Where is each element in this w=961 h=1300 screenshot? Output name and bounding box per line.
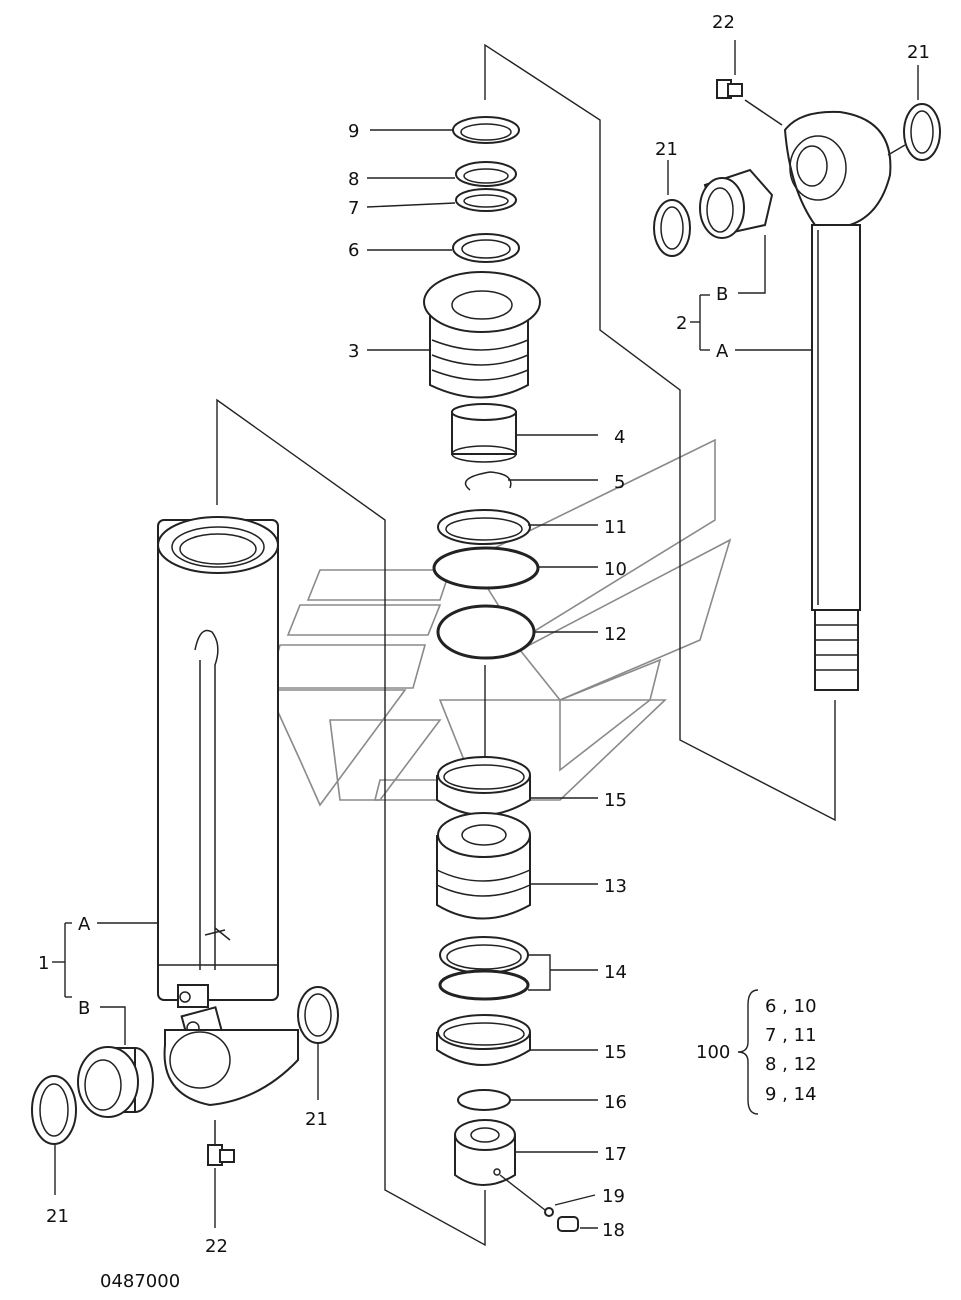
callout-22-upper: 22 <box>712 12 735 33</box>
dust-seal-9 <box>452 116 520 144</box>
callout-9: 9 <box>348 121 359 142</box>
callout-14: 14 <box>604 962 627 983</box>
steel-ball-19 <box>544 1207 554 1217</box>
callout-16: 16 <box>604 1092 627 1113</box>
callout-7: 7 <box>348 198 359 219</box>
callout-1a: A <box>78 914 91 935</box>
nut-17 <box>454 1119 516 1186</box>
rod-seal-8 <box>455 161 517 187</box>
callout-labels: 9 8 7 6 3 4 5 11 10 12 15 13 14 15 16 17… <box>38 12 930 1257</box>
grease-fitting-22-upper <box>716 79 783 126</box>
kit-row-1: 6 , 10 <box>765 996 817 1017</box>
o-ring-12 <box>436 604 536 660</box>
washer-16 <box>457 1089 511 1111</box>
callout-2b: B <box>716 284 728 305</box>
callout-8: 8 <box>348 169 359 190</box>
wear-ring-15-upper <box>436 756 531 816</box>
kit-number: 100 <box>696 1042 730 1063</box>
bushing-1b <box>77 1046 154 1118</box>
leader-lines <box>52 40 919 1229</box>
callout-1b: B <box>78 998 90 1019</box>
callout-21-bottom-left: 21 <box>46 1206 69 1227</box>
callout-2a: A <box>716 341 729 362</box>
seal-ring-21-rod <box>653 199 691 257</box>
kit-row-2: 7 , 11 <box>765 1025 817 1046</box>
snap-ring-5 <box>464 471 512 491</box>
callout-11: 11 <box>604 517 627 538</box>
kit-100-group: 100 6 , 10 7 , 11 8 , 12 9 , 14 <box>696 989 817 1115</box>
callout-21-rod: 21 <box>655 139 678 160</box>
callout-2: 2 <box>676 313 687 334</box>
callout-4: 4 <box>614 427 625 448</box>
backup-ring-11 <box>437 509 531 545</box>
callout-15-lower: 15 <box>604 1042 627 1063</box>
callout-17: 17 <box>604 1144 627 1165</box>
callout-19: 19 <box>602 1186 625 1207</box>
grease-fitting-22-lower <box>207 1120 235 1166</box>
cylinder-rod <box>783 110 892 691</box>
callout-21-tube: 21 <box>305 1109 328 1130</box>
backup-ring-7 <box>455 188 517 212</box>
wear-ring-15-lower <box>436 1014 531 1066</box>
seal-ring-21-top <box>903 103 941 161</box>
bushing-2b <box>699 168 774 239</box>
cylinder-tube <box>157 516 299 1107</box>
drawing-number: 0487000 <box>100 1271 180 1292</box>
callout-22-lower: 22 <box>205 1236 228 1257</box>
piston-13 <box>436 812 531 920</box>
rod-cover-3 <box>423 271 541 399</box>
seal-ring-21-tube <box>297 986 339 1044</box>
callout-12: 12 <box>604 624 627 645</box>
callout-10: 10 <box>604 559 627 580</box>
callout-3: 3 <box>348 341 359 362</box>
bushing-4 <box>451 403 517 463</box>
callout-21-top-right: 21 <box>907 42 930 63</box>
set-screw-18 <box>557 1216 579 1232</box>
callout-6: 6 <box>348 240 359 261</box>
seal-ring-21-left <box>31 1075 77 1145</box>
callout-5: 5 <box>614 472 625 493</box>
o-ring-10 <box>432 546 540 590</box>
kit-row-4: 9 , 14 <box>765 1084 817 1105</box>
callout-15-upper: 15 <box>604 790 627 811</box>
callout-18: 18 <box>602 1220 625 1241</box>
buffer-ring-6 <box>452 233 520 263</box>
piston-seal-14 <box>438 936 530 1001</box>
kit-row-3: 8 , 12 <box>765 1054 817 1075</box>
assembly-lines <box>216 43 836 1247</box>
callout-1: 1 <box>38 953 49 974</box>
callout-13: 13 <box>604 876 627 897</box>
